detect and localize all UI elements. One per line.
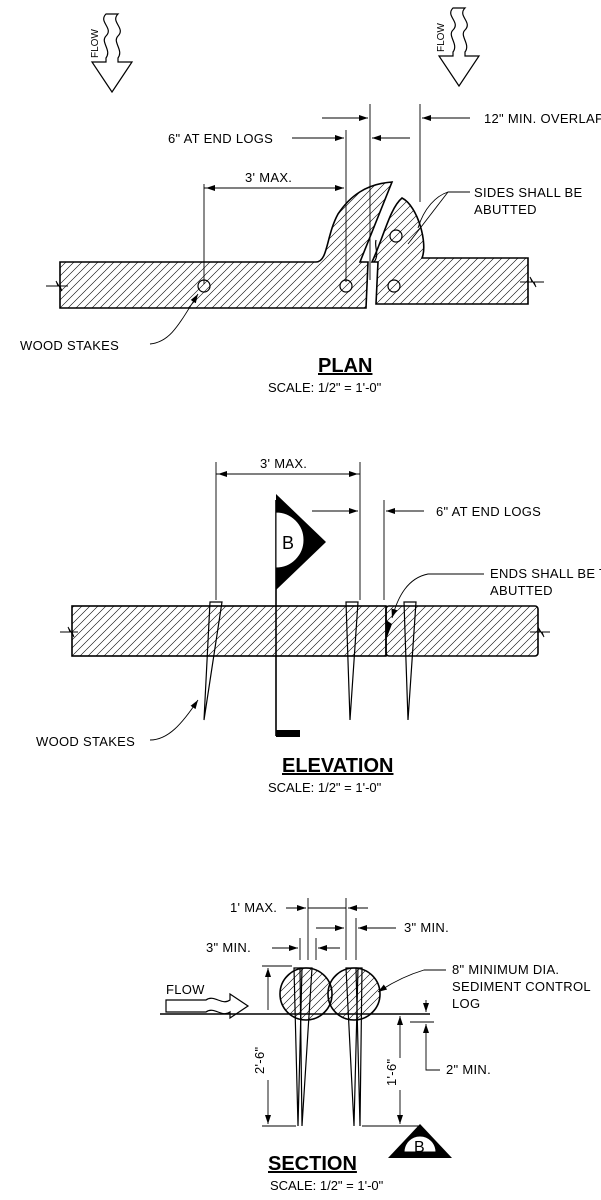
plan-view: FLOW FLOW 12" MIN. OVERLAP 6" AT END LOG…: [20, 7, 601, 395]
plan-stake-3: [387, 279, 401, 293]
stake-depth-dimension: 2'-6": [252, 965, 296, 1127]
section-view: 1' MAX. 3" MIN. 3" MIN. FLO: [160, 898, 591, 1193]
elevation-stake-3: [403, 601, 417, 721]
section-stake-1: [293, 967, 303, 1127]
section-min-gap-left: 3" MIN.: [206, 940, 251, 955]
section-log-left: [279, 967, 333, 1021]
plan-stake-2: [339, 279, 353, 293]
flow-arrow-left-icon: FLOW: [90, 13, 134, 94]
max-spacing-dimension-elevation: 3' MAX.: [215, 456, 361, 600]
section-min-gap-right: 3" MIN.: [404, 920, 449, 935]
max-spacing-dimension-section: 1' MAX.: [230, 898, 368, 960]
section-marker-letter: B: [282, 533, 294, 553]
plan-log-left: [59, 181, 394, 309]
section-stake-4: [355, 967, 363, 1127]
section-scale: SCALE: 1/2" = 1'-0": [270, 1178, 384, 1193]
plan-title: PLAN: [318, 355, 372, 377]
elevation-view: 3' MAX. 6" AT END LOGS B E: [36, 456, 601, 795]
section-flow-label: FLOW: [166, 982, 205, 997]
sides-note-line1: SIDES SHALL BE: [474, 185, 583, 200]
flow-arrow-right-icon: FLOW: [436, 7, 481, 88]
section-title: SECTION: [268, 1153, 357, 1175]
section-log-right: [327, 967, 381, 1021]
elevation-log-right: [385, 605, 539, 657]
plan-stakes-callout: WOOD STAKES: [20, 293, 199, 353]
end-logs-note-plan: 6" AT END LOGS: [168, 131, 273, 146]
elevation-stake-2: [345, 601, 359, 721]
log-note-line2: SEDIMENT CONTROL: [452, 979, 591, 994]
min-gap-dimension-left: 3" MIN.: [206, 938, 340, 960]
overlap-note: 12" MIN. OVERLAP: [484, 111, 601, 126]
embed-depth-dimension: 1'-6": [362, 1016, 420, 1127]
end-logs-note-elevation: 6" AT END LOGS: [436, 504, 541, 519]
elevation-stakes-note: WOOD STAKES: [36, 734, 135, 749]
stake-depth-label: 2'-6": [252, 1047, 267, 1074]
plan-scale: SCALE: 1/2" = 1'-0": [268, 380, 382, 395]
section-max-spacing: 1' MAX.: [230, 900, 277, 915]
ends-note-line1: ENDS SHALL BE TIGHTLY: [490, 566, 601, 581]
elevation-stake-1: [203, 601, 223, 721]
elevation-stakes-callout: WOOD STAKES: [36, 699, 199, 749]
section-title-marker-letter: B: [414, 1139, 425, 1156]
ends-abutted-callout: ENDS SHALL BE TIGHTLY ABUTTED: [391, 566, 601, 619]
embed-depth-label: 1'-6": [384, 1059, 399, 1086]
plan-stakes-note: WOOD STAKES: [20, 338, 119, 353]
log-note-line3: LOG: [452, 996, 480, 1011]
max-spacing-elevation: 3' MAX.: [260, 456, 307, 471]
section-stake-2: [299, 967, 313, 1127]
section-marker-icon: B: [388, 1124, 452, 1158]
section-stake-3: [345, 967, 359, 1127]
end-logs-dimension-elevation: 6" AT END LOGS: [312, 500, 541, 600]
elevation-log-left: [71, 605, 387, 657]
plan-log-right: [370, 197, 529, 305]
sides-note-line2: ABUTTED: [474, 202, 537, 217]
plan-stake-4: [389, 229, 403, 243]
elevation-title: ELEVATION: [282, 755, 393, 777]
elevation-scale: SCALE: 1/2" = 1'-0": [268, 780, 382, 795]
min-embed-label: 2" MIN.: [446, 1062, 491, 1077]
plan-stake-1: [197, 279, 211, 293]
flow-label-left: FLOW: [90, 29, 101, 58]
max-spacing-plan: 3' MAX.: [245, 170, 292, 185]
flow-label-right: FLOW: [436, 23, 447, 52]
log-note-line1: 8" MINIMUM DIA.: [452, 962, 559, 977]
min-embed-dimension: 2" MIN.: [410, 1000, 491, 1077]
log-note-callout: 8" MINIMUM DIA. SEDIMENT CONTROL LOG: [377, 962, 591, 1011]
min-gap-dimension-right: 3" MIN.: [316, 918, 449, 960]
section-flow-arrow-icon: FLOW: [165, 982, 250, 1020]
ends-note-line2: ABUTTED: [490, 583, 553, 598]
sides-abutted-callout: SIDES SHALL BE ABUTTED: [407, 185, 583, 245]
